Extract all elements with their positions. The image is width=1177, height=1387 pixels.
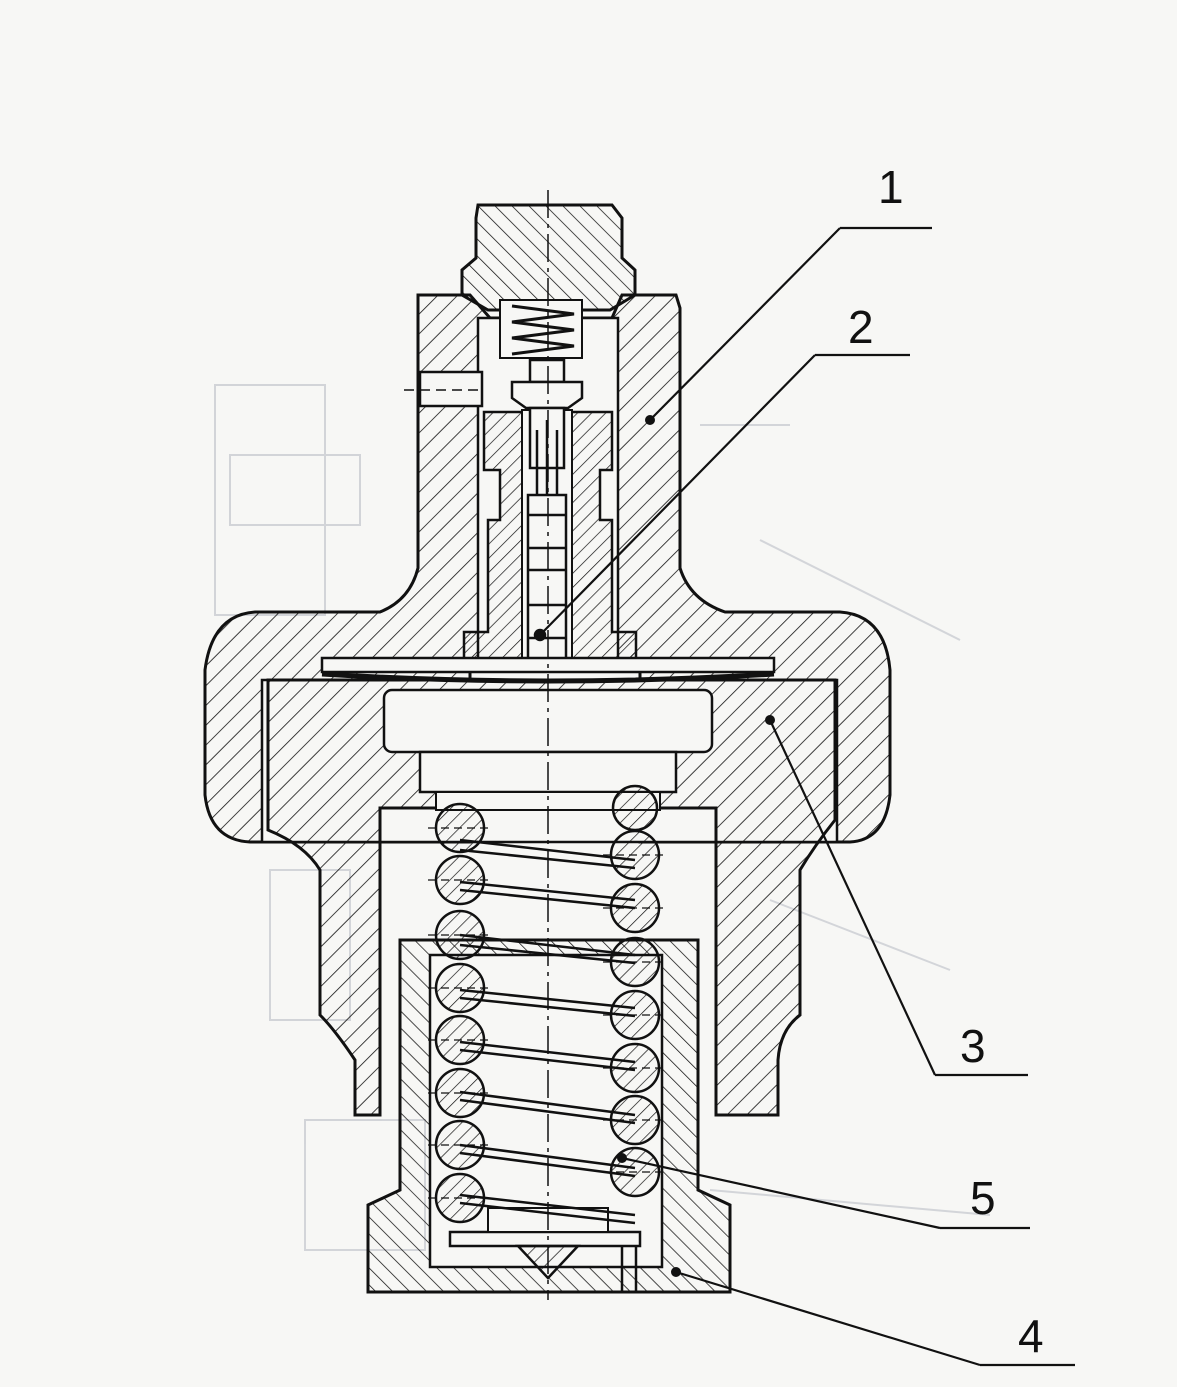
valve-stem	[510, 358, 584, 667]
callout-label-1: 1	[878, 161, 904, 213]
callout-label-3: 3	[960, 1020, 986, 1072]
callout-label-5: 5	[970, 1172, 996, 1224]
coil-spring	[428, 784, 667, 1225]
callout-leader-dots	[617, 415, 775, 1277]
bottom-cup	[366, 938, 732, 1294]
callout-label-2: 2	[848, 301, 874, 353]
spring-coil-centerlines	[428, 827, 667, 1199]
callout-leaders	[539, 226, 1075, 1367]
callout-label-4: 4	[1018, 1310, 1044, 1362]
